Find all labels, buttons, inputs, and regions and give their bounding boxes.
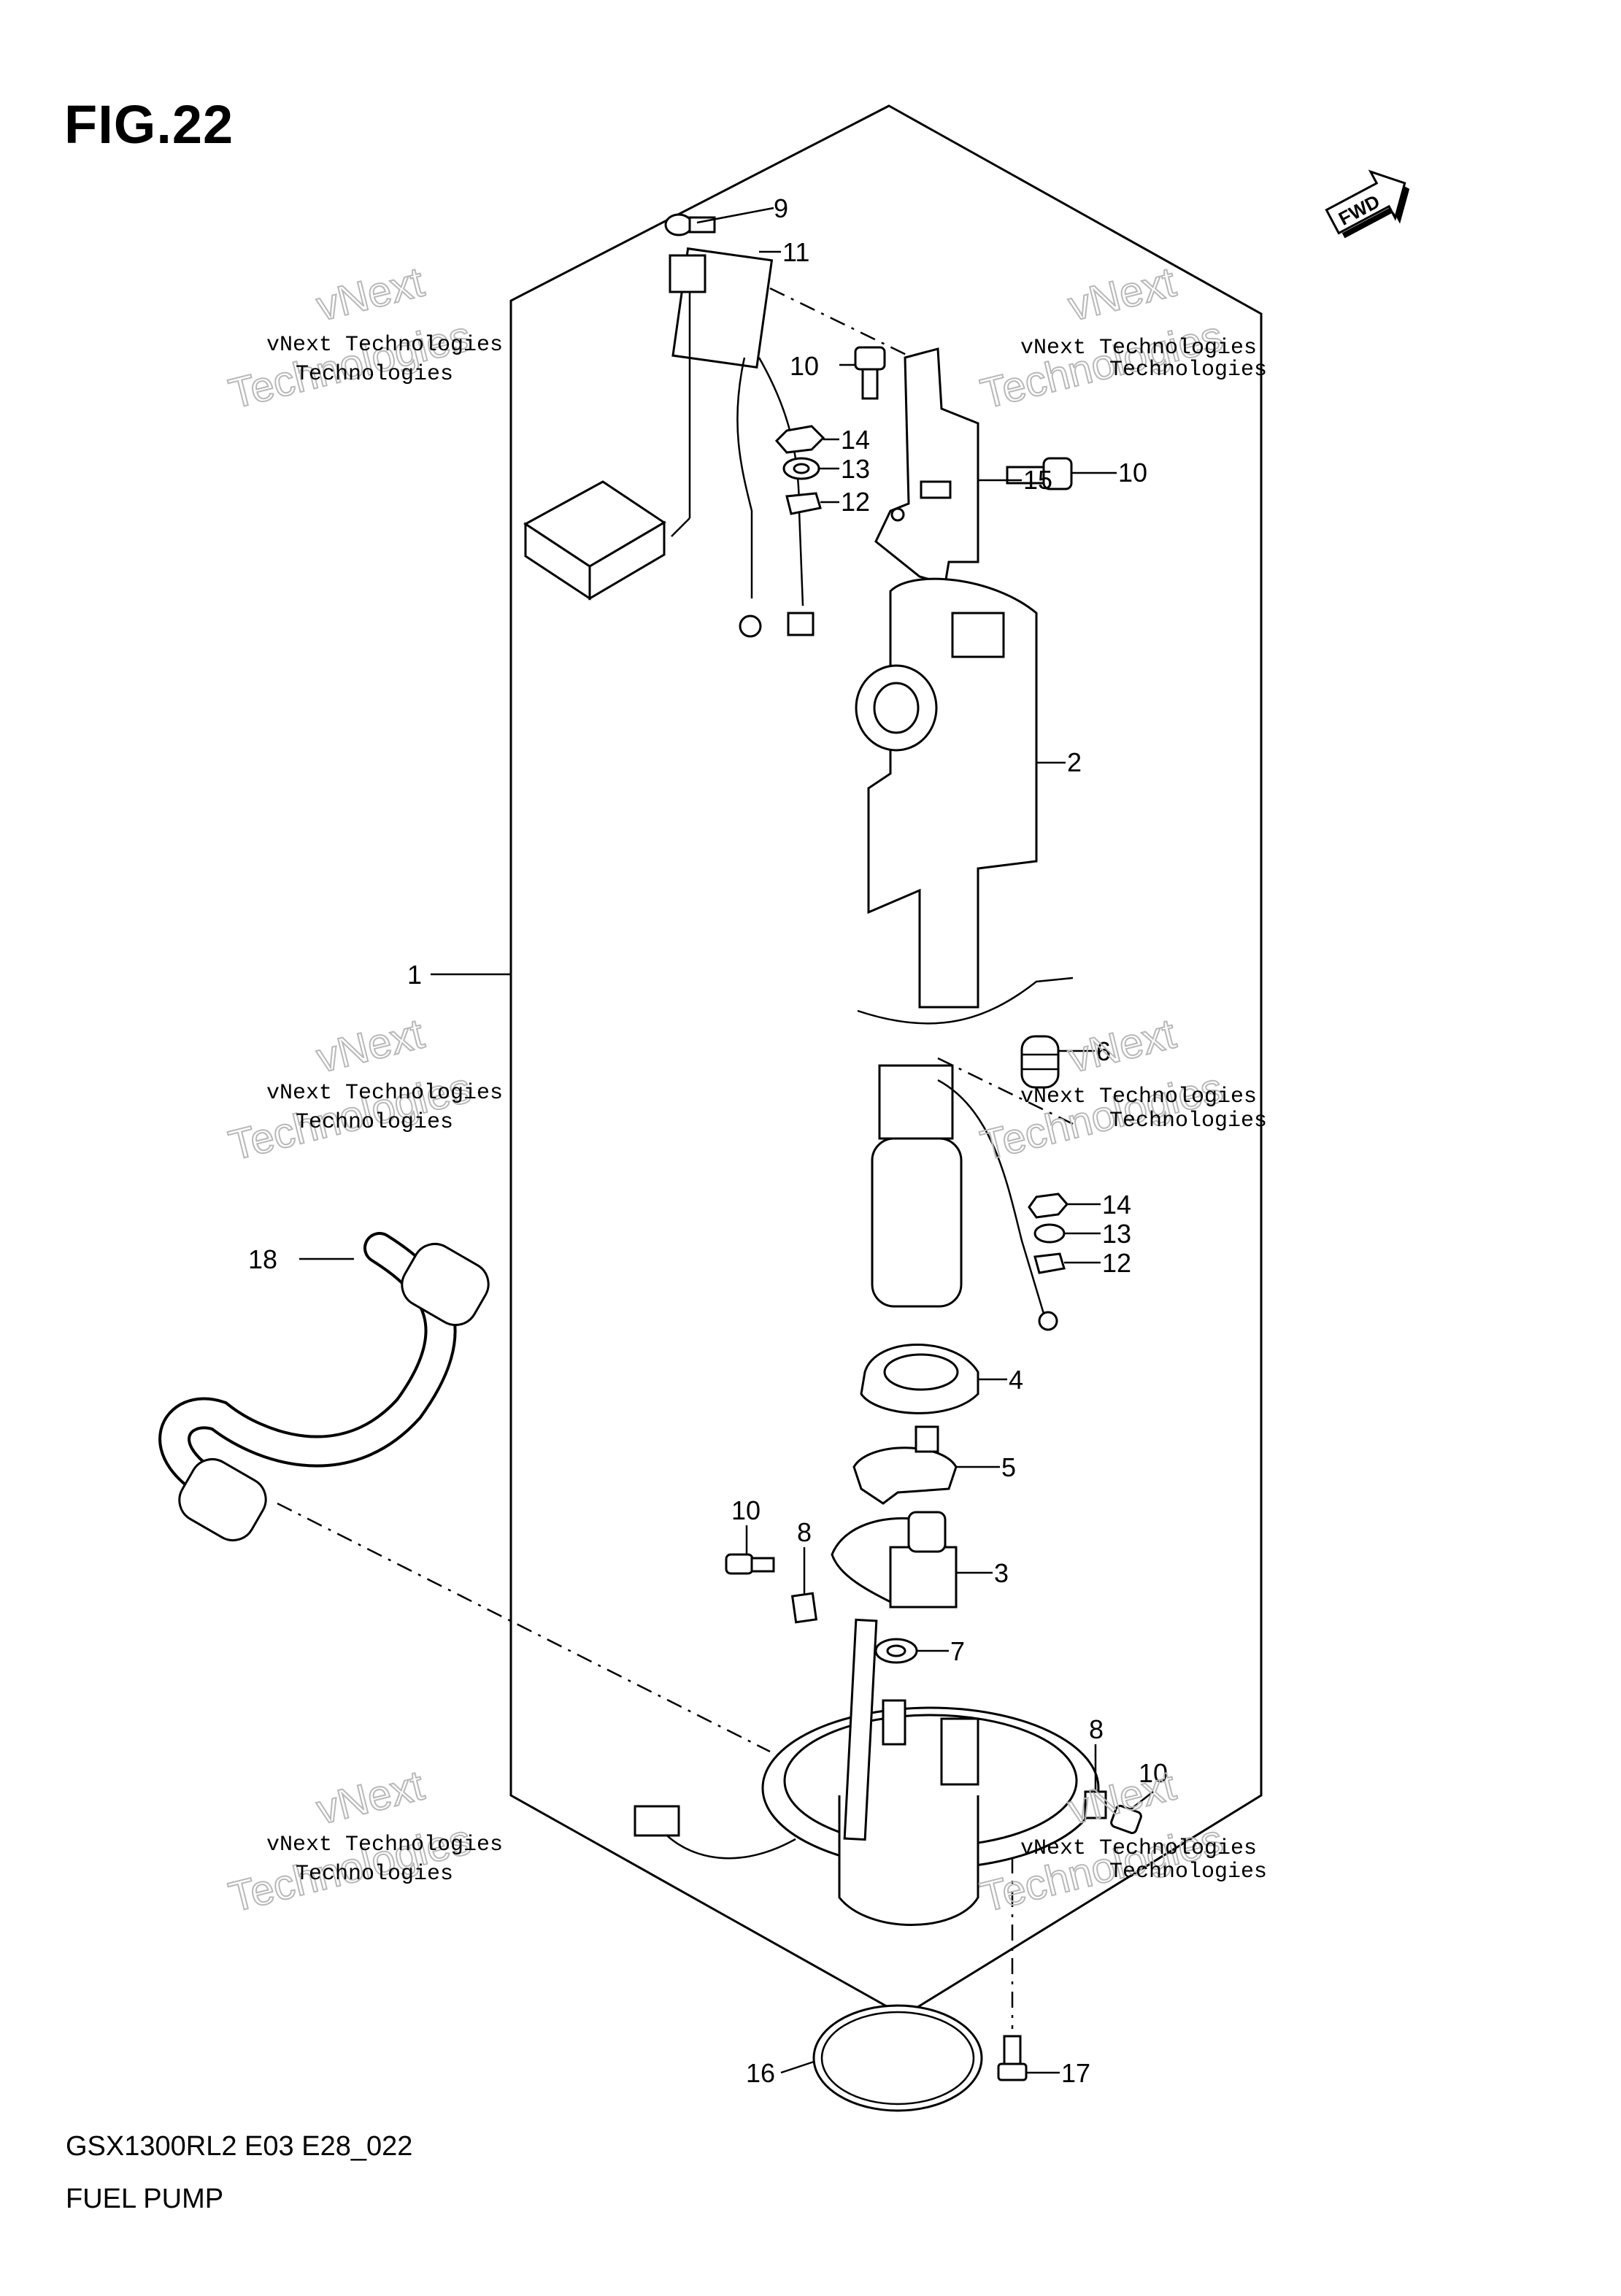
o-ring-7 (874, 1638, 918, 1664)
screw-9 (664, 213, 716, 236)
callout-10: 10 (731, 1495, 761, 1525)
callout-12: 12 (1102, 1248, 1131, 1278)
watermark-top-left: vNext Technologies vNext Technologies Te… (223, 258, 503, 419)
callout-10: 10 (1118, 458, 1147, 488)
callout-16: 16 (746, 2058, 775, 2088)
svg-text:vNext Technologies: vNext Technologies (266, 1081, 503, 1106)
callout-6: 6 (1096, 1036, 1111, 1066)
filter-holder-4 (860, 1344, 979, 1414)
bolt-10-top (854, 346, 886, 400)
callout-9: 9 (774, 193, 788, 223)
callout-13: 13 (841, 454, 870, 484)
callout-8: 8 (797, 1517, 812, 1547)
assembly-line-pump (937, 1057, 1074, 1125)
callout-13: 13 (1102, 1219, 1131, 1249)
callout-10: 10 (790, 351, 819, 381)
callout-2: 2 (1067, 747, 1082, 777)
svg-text:vNext Technologies: vNext Technologies (1020, 1836, 1257, 1861)
bolt-10-left (725, 1553, 775, 1575)
svg-text:Technologies: Technologies (296, 362, 453, 387)
svg-text:vNext: vNext (312, 258, 428, 331)
svg-text:Technologies: Technologies (1109, 1109, 1267, 1133)
fuel-level-sender (523, 247, 815, 638)
callout-18: 18 (248, 1244, 277, 1274)
pump-base-flange (634, 1618, 1100, 1926)
svg-text:Technologies: Technologies (1109, 358, 1267, 382)
figure-title: FIG.22 (64, 94, 234, 155)
regulator-3 (831, 1511, 958, 1609)
pump-case-2 (855, 577, 1038, 1009)
pump-wire (857, 976, 1074, 1025)
watermark-mid-right: vNext Technologies vNext Technologies Te… (975, 1009, 1267, 1171)
assembly-line-sender (769, 287, 913, 359)
leader-lines (299, 207, 1154, 2074)
callout-12: 12 (841, 487, 870, 517)
callout-11: 11 (782, 237, 809, 267)
svg-text:Technologies: Technologies (1109, 1860, 1267, 1884)
clip-12-top (785, 492, 822, 515)
assembly-line-hose (277, 1502, 771, 1753)
callout-15: 15 (1023, 465, 1052, 495)
bolt-17 (997, 2035, 1028, 2081)
svg-text:vNext Technologies: vNext Technologies (266, 333, 503, 358)
callout-8: 8 (1089, 1714, 1104, 1744)
svg-text:vNext Technologies: vNext Technologies (266, 1833, 503, 1857)
cushion-6 (1020, 1035, 1060, 1089)
fuel-pump-motor (871, 1064, 1058, 1331)
nut-14-top (774, 425, 825, 454)
svg-text:vNext Technologies: vNext Technologies (1020, 336, 1257, 361)
clip-12-lower (1033, 1252, 1066, 1274)
callout-5: 5 (1001, 1452, 1016, 1482)
svg-text:Technologies: Technologies (296, 1862, 453, 1887)
svg-text:vNext: vNext (312, 1762, 428, 1834)
svg-text:Technologies: Technologies (296, 1110, 453, 1135)
bracket-15 (874, 347, 979, 585)
section-name: FUEL PUMP (66, 2184, 224, 2214)
watermark-top-right: vNext Technologies vNext Technologies Te… (975, 258, 1267, 419)
fuel-hose-18 (158, 1232, 490, 1541)
nut-plate-8-left (790, 1592, 818, 1624)
callout-1: 1 (407, 960, 422, 990)
callout-10: 10 (1139, 1758, 1168, 1788)
watermark-mid-left: vNext Technologies vNext Technologies Te… (223, 1009, 503, 1171)
svg-text:vNext Technologies: vNext Technologies (1020, 1085, 1257, 1109)
callout-4: 4 (1009, 1365, 1023, 1395)
callout-7: 7 (950, 1636, 965, 1666)
nut-14-lower (1028, 1193, 1069, 1219)
watermark-bottom-left: vNext Technologies vNext Technologies Te… (223, 1761, 503, 1922)
svg-text:vNext: vNext (1063, 1010, 1180, 1082)
model-code: GSX1300RL2 E03 E28_022 (66, 2131, 413, 2162)
callout-17: 17 (1061, 2058, 1090, 2088)
svg-text:vNext: vNext (1063, 258, 1180, 331)
svg-text:vNext: vNext (312, 1010, 428, 1082)
forward-direction-icon: FWD (1325, 169, 1410, 239)
o-ring-16 (812, 2004, 983, 2112)
callout-14: 14 (841, 425, 870, 455)
plate-5 (852, 1425, 958, 1505)
washer-13-lower (1033, 1223, 1066, 1244)
washer-13-top (782, 457, 820, 480)
callout-3: 3 (994, 1558, 1009, 1588)
callout-14: 14 (1102, 1190, 1131, 1220)
